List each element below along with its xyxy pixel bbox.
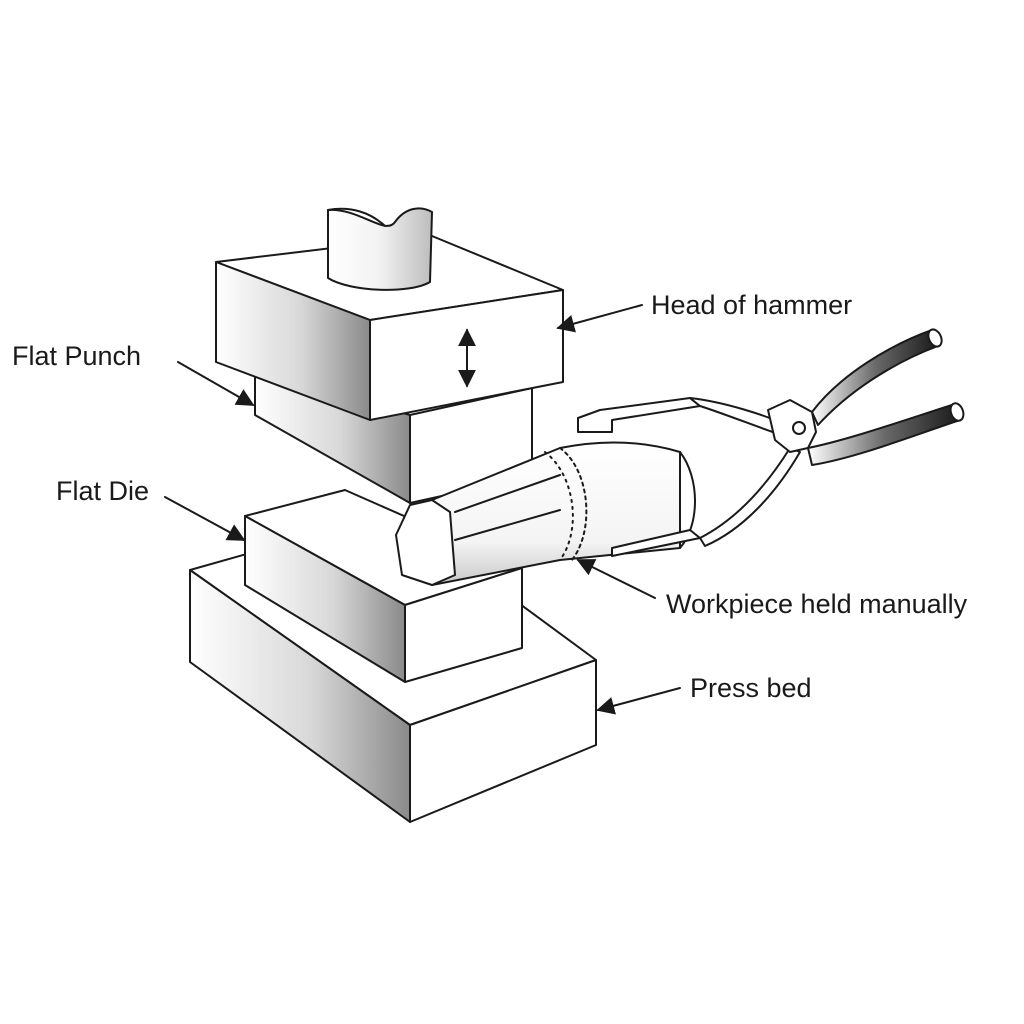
label-press-bed: Press bed: [690, 673, 812, 703]
label-head-of-hammer: Head of hammer: [651, 290, 853, 320]
label-flat-die: Flat Die: [56, 476, 150, 506]
label-flat-punch: Flat Punch: [12, 341, 142, 371]
leader-workpiece: [576, 559, 656, 599]
leader-press-bed: [596, 687, 681, 715]
leader-flat-die: [164, 496, 246, 541]
tongs: [577, 328, 965, 557]
leader-flat-punch: [177, 361, 255, 406]
label-workpiece: Workpiece held manually: [666, 589, 968, 619]
hammer-head: [215, 235, 564, 421]
ram-shaft: [327, 207, 433, 291]
leader-head-of-hammer: [556, 304, 643, 333]
